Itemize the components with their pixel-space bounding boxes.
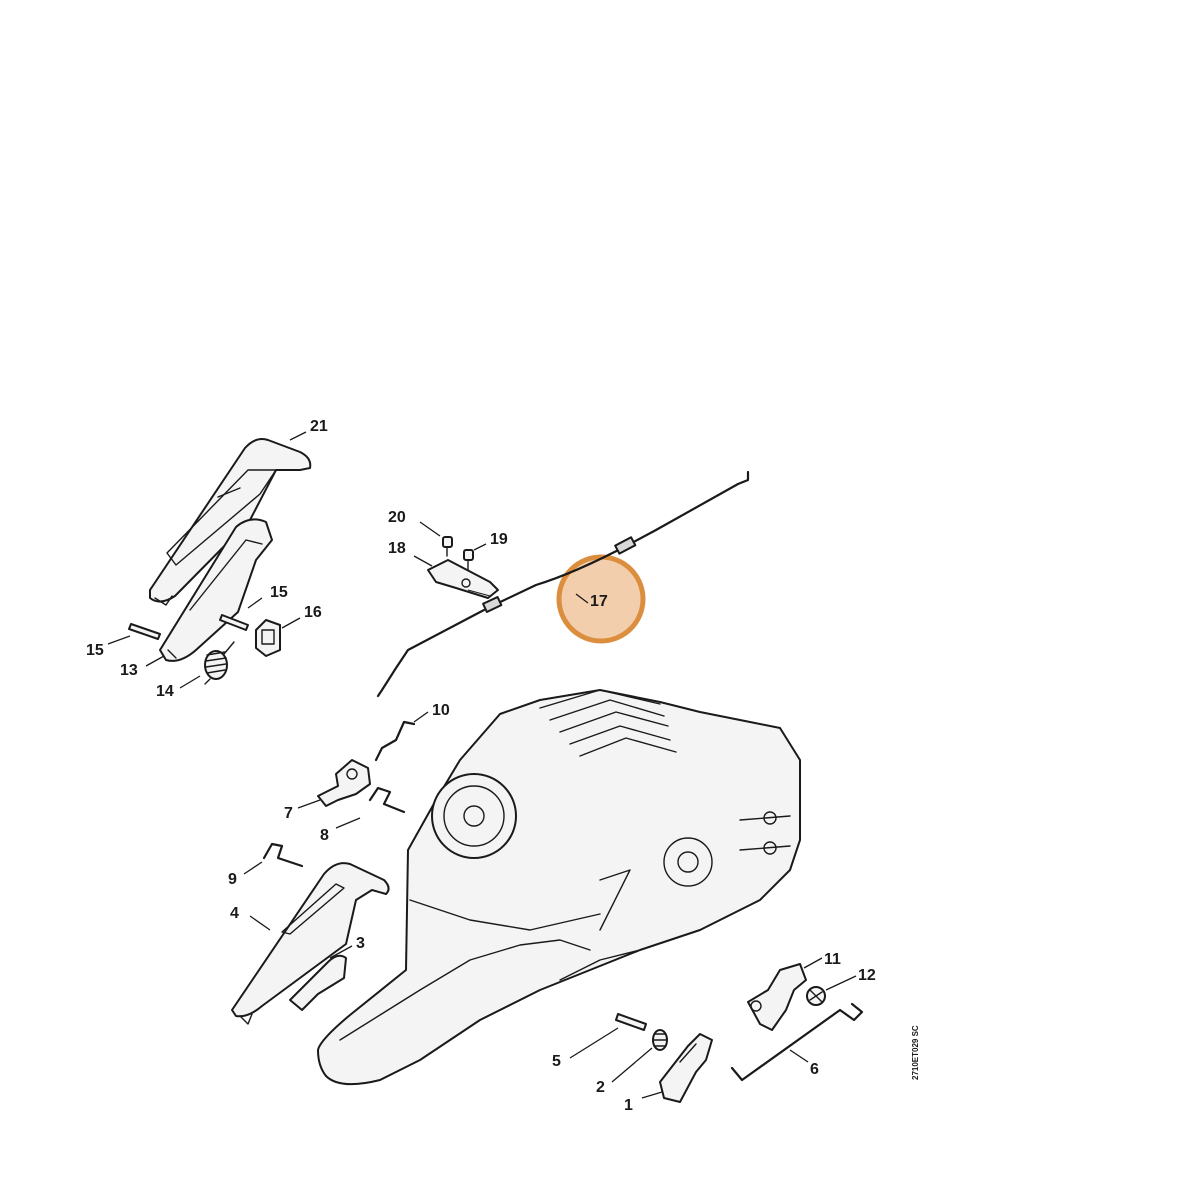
part-15-pin-left[interactable] [128,623,161,640]
engine-housing[interactable] [317,689,801,1086]
label-19[interactable]: 19 [490,531,508,548]
label-4[interactable]: 4 [230,905,239,922]
part-14-torsion-spring[interactable] [204,641,235,685]
leader-lines [107,431,857,1099]
part-16-lock-catch[interactable] [255,619,281,657]
part-13-handle-moulding[interactable] [159,518,273,662]
label-14[interactable]: 14 [156,683,174,700]
part-12-spring[interactable] [806,986,826,1006]
label-17[interactable]: 17 [590,593,608,610]
part-11-lever[interactable] [747,963,807,1031]
label-3[interactable]: 3 [356,935,365,952]
label-20[interactable]: 20 [388,509,406,526]
label-15-left[interactable]: 15 [86,642,104,659]
part-20-screw[interactable] [442,536,453,557]
part-8-spring-clip[interactable] [368,786,406,814]
label-11[interactable]: 11 [824,951,841,968]
part-15-pin-right[interactable] [219,614,249,631]
label-2[interactable]: 2 [596,1079,605,1096]
label-15-right[interactable]: 15 [270,584,288,601]
label-10[interactable]: 10 [432,702,450,719]
label-21[interactable]: 21 [310,418,328,435]
label-12[interactable]: 12 [858,967,876,984]
part-10-wire-link[interactable] [374,720,416,762]
part-4-handle-cover[interactable] [231,862,390,1025]
label-8[interactable]: 8 [320,827,329,844]
part-9-spring-clip[interactable] [262,842,304,868]
part-3-trigger[interactable] [289,954,347,1011]
label-1[interactable]: 1 [624,1097,633,1114]
part-2-spring[interactable] [652,1029,668,1051]
part-19-screw[interactable] [463,549,474,571]
part-17-highlight-marker[interactable] [556,554,646,644]
label-6[interactable]: 6 [810,1061,819,1078]
part-21-handle-cover[interactable] [149,438,312,606]
label-16[interactable]: 16 [304,604,322,621]
label-5[interactable]: 5 [552,1053,561,1070]
part-17-throttle-cable[interactable] [376,470,750,698]
label-7[interactable]: 7 [284,805,293,822]
label-13[interactable]: 13 [120,662,138,679]
drawing-code: 2710ET029 SC [911,1025,920,1080]
part-5-pin[interactable] [615,1013,647,1031]
part-1-lever[interactable] [659,1033,713,1103]
part-7-shaft[interactable] [317,759,371,807]
part-labels: 21 20 19 18 17 15 16 15 13 14 10 7 8 9 4… [86,418,876,1114]
part-18-lever-bracket[interactable] [427,559,499,599]
label-9[interactable]: 9 [228,871,237,888]
part-6-rod[interactable] [730,1002,864,1082]
label-18[interactable]: 18 [388,540,406,557]
